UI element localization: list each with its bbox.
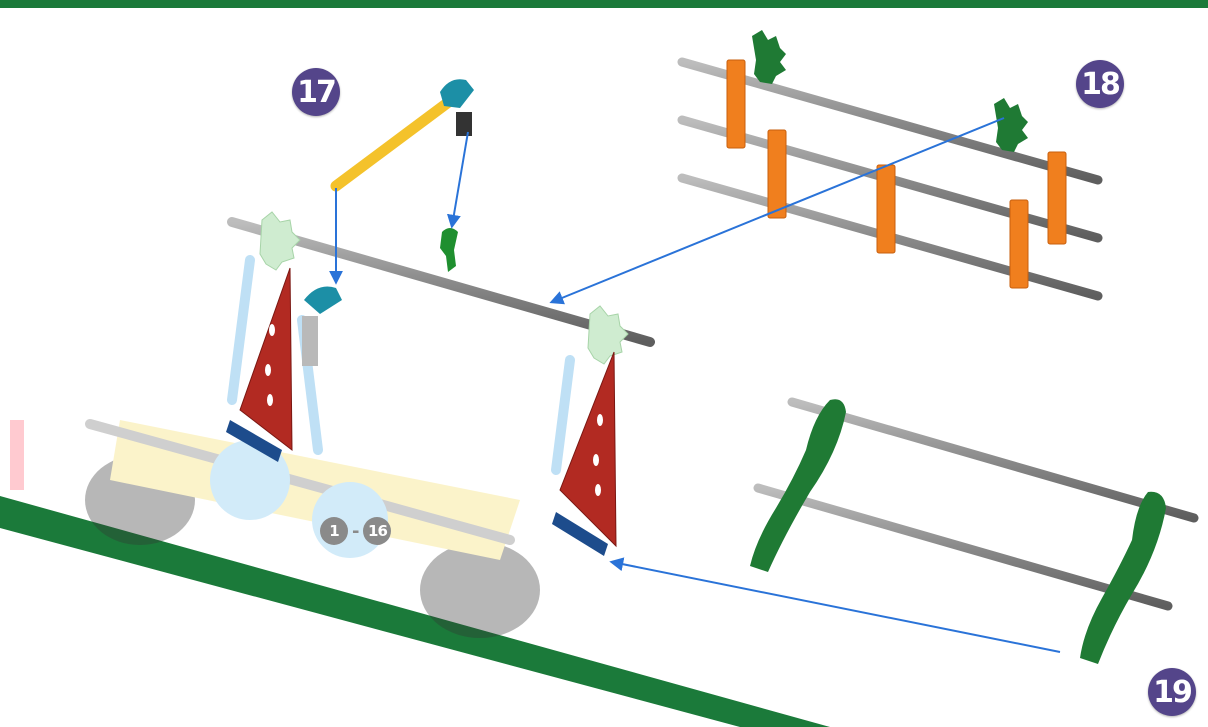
step-17-teal-clip bbox=[302, 287, 342, 367]
range-start: 1 bbox=[320, 517, 348, 545]
step-17-green-clip bbox=[440, 228, 458, 272]
step-19-badge: 19 bbox=[1148, 668, 1196, 716]
arrow-icon bbox=[452, 132, 468, 226]
header-band bbox=[0, 0, 1208, 8]
step-18-badge: 18 bbox=[1076, 60, 1124, 108]
range-end: 16 bbox=[363, 517, 391, 545]
previous-steps-badge: 1 - 16 bbox=[320, 516, 391, 546]
step-17-yellow-rod bbox=[336, 98, 454, 186]
step-19-curved-connectors bbox=[750, 399, 1166, 664]
step-17-badge: 17 bbox=[292, 68, 340, 116]
range-separator: - bbox=[352, 521, 359, 542]
arrow-icon bbox=[612, 562, 1060, 652]
step-18-orange-connectors bbox=[727, 60, 1066, 288]
